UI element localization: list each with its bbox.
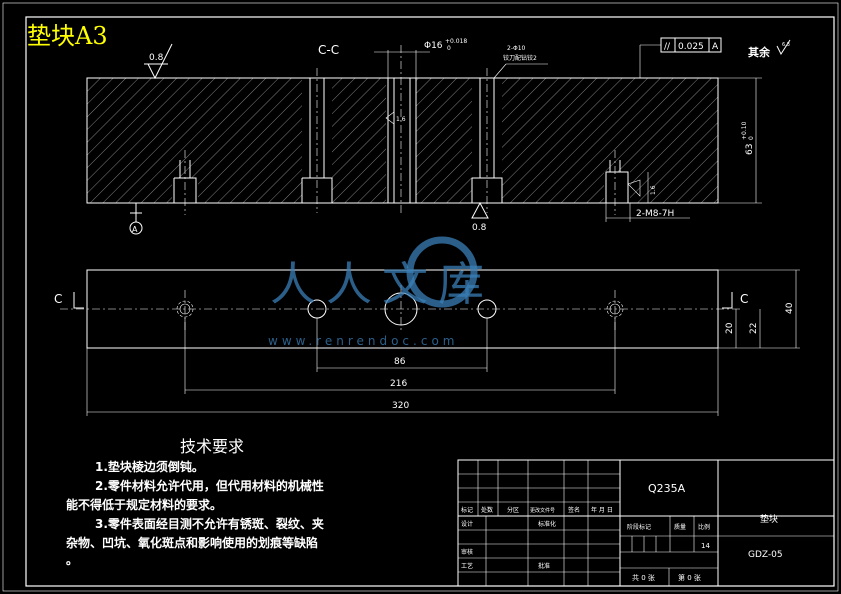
tb-hdr-sign: 签名	[568, 506, 580, 514]
tb-hdr-count: 处数	[481, 506, 493, 514]
tb-hdr-mark: 标记	[461, 506, 473, 514]
thread-callout: 2-M8-7H 1.6	[605, 172, 690, 222]
technical-requirements: 技术要求 1.垫块棱边须倒钝。 2.零件材料允许代用，但代用材料的机械性 能不得…	[66, 437, 324, 567]
svg-text:40: 40	[785, 302, 795, 314]
tb-row-approve: 批准	[538, 562, 550, 570]
sheet-title: 垫块A3	[27, 22, 108, 50]
svg-text:63: 63	[745, 144, 755, 155]
section-view	[86, 45, 719, 215]
svg-text:C: C	[740, 292, 748, 306]
tb-material: Q235A	[648, 482, 686, 495]
svg-text:2-Φ10: 2-Φ10	[507, 45, 526, 52]
svg-text:1.6: 1.6	[396, 116, 406, 123]
tb-scale-value: 14	[701, 542, 710, 550]
tb-stage: 阶段标记	[627, 523, 651, 531]
tb-drawing-no: GDZ-05	[748, 550, 783, 560]
top-view	[60, 269, 740, 349]
svg-text:C: C	[54, 292, 62, 306]
watermark: 人人文库 www.renrendoc.com	[268, 236, 494, 348]
tb-hdr-date: 年 月 日	[591, 506, 613, 514]
tb-hdr-zone: 分区	[507, 506, 519, 514]
tb-row-design: 设计	[461, 520, 473, 528]
dimension-40: 40	[718, 269, 800, 349]
tech-title: 技术要求	[180, 437, 244, 456]
svg-text:+0.018: +0.018	[445, 38, 467, 45]
svg-text:0.8: 0.8	[472, 223, 487, 233]
svg-text:+0.10: +0.10	[741, 121, 748, 140]
tb-weight: 质量	[674, 523, 686, 531]
svg-text:216: 216	[390, 379, 407, 389]
svg-text://: //	[664, 42, 671, 52]
tb-row-std: 标准化	[538, 520, 556, 528]
tb-sheet-no: 第 0 张	[678, 573, 701, 582]
section-label: C-C	[318, 43, 339, 57]
cut-marker-right: C	[722, 292, 748, 309]
rest-roughness-note: 其余 6.3	[748, 39, 791, 59]
dimension-86: 86	[316, 318, 488, 372]
dimension-216: 216	[184, 318, 616, 394]
title-block: 标记 处数 分区 更改文件号 签名 年 月 日 设计 标准化 审核 工艺 批准 …	[457, 459, 835, 587]
svg-text:6.3: 6.3	[782, 42, 790, 48]
tech-line-3: 能不得低于规定材料的要求。	[66, 497, 222, 512]
tb-part-name: 垫块	[760, 513, 778, 525]
height-dimension: 63 +0.10 0	[718, 77, 762, 204]
svg-text:铰刀配钻铰2: 铰刀配钻铰2	[503, 54, 537, 62]
dimension-20: 20	[725, 309, 737, 348]
tb-hdr-doc: 更改文件号	[530, 507, 555, 514]
roughness-symbol-bore: 1.6	[385, 111, 406, 125]
dimension-22: 22	[749, 309, 761, 348]
parallelism-tolerance-frame: // 0.025 A	[639, 37, 722, 78]
svg-text:其余: 其余	[748, 45, 771, 59]
tech-line-2: 2.零件材料允许代用，但代用材料的机械性	[95, 478, 324, 493]
pin-hole-note: 2-Φ10 铰刀配钻铰2	[493, 45, 548, 79]
tech-line-1: 1.垫块棱边须倒钝。	[95, 459, 204, 474]
svg-text:2-M8-7H: 2-M8-7H	[636, 209, 674, 219]
svg-text:22: 22	[749, 323, 759, 334]
tb-total-sheets: 共 0 张	[632, 573, 655, 582]
datum-symbol: A	[129, 203, 143, 235]
svg-text:A: A	[132, 225, 138, 234]
roughness-symbol-top: 0.8	[144, 43, 173, 80]
watermark-url: www.renrendoc.com	[268, 334, 458, 348]
watermark-brand: 人人文库	[270, 257, 494, 311]
tb-scale: 比例	[698, 523, 710, 531]
tech-line-5: 杂物、凹坑、氧化斑点和影响使用的划痕等缺陷	[66, 535, 318, 550]
roughness-symbol-bottom: 0.8	[471, 201, 489, 233]
cut-marker-left: C	[54, 292, 84, 309]
svg-text:Φ16: Φ16	[424, 41, 443, 51]
svg-text:0.025: 0.025	[678, 42, 704, 52]
tb-row-check: 审核	[461, 548, 473, 556]
svg-text:86: 86	[394, 357, 406, 367]
bore-dimension: Φ16 +0.018 0	[374, 38, 467, 78]
svg-text:1.6: 1.6	[650, 185, 657, 195]
svg-text:20: 20	[725, 322, 735, 334]
svg-text:0.8: 0.8	[149, 53, 164, 63]
inner-frame	[25, 16, 835, 587]
svg-text:0: 0	[748, 136, 755, 140]
svg-text:A: A	[712, 42, 719, 52]
tb-row-process: 工艺	[461, 562, 473, 570]
dimension-320: 320	[86, 348, 719, 416]
svg-text:0: 0	[447, 45, 451, 52]
svg-text:320: 320	[392, 401, 409, 411]
tech-line-6: 。	[66, 553, 78, 567]
tech-line-4: 3.零件表面经目测不允许有锈斑、裂纹、夹	[95, 516, 324, 531]
